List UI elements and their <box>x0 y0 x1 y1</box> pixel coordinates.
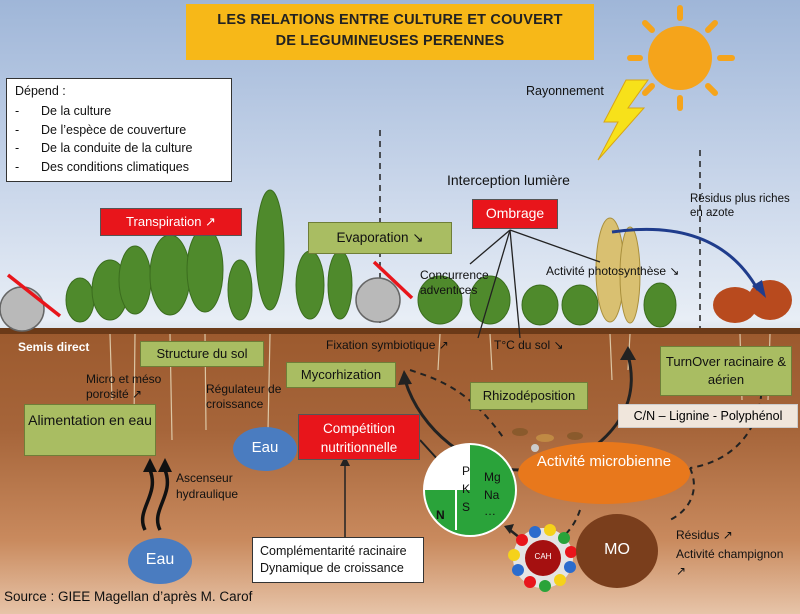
label-regulateur: Régulateur de croissance <box>206 382 282 411</box>
nutrient-k: K <box>462 482 471 496</box>
box-competition: Compétition nutritionnelle <box>298 414 420 460</box>
label-cah: CAH <box>534 552 552 561</box>
nutrient-mg: Mg <box>484 470 501 484</box>
ellipse-eau-top: Eau <box>233 427 297 471</box>
dependency-heading: Dépend : <box>15 84 66 98</box>
source-credit: Source : GIEE Magellan d’après M. Carof <box>4 589 253 604</box>
label-photosynthese: Activité photosynthèse ↘ <box>546 264 680 278</box>
cah-cluster <box>508 524 577 592</box>
label-micro-meso: Micro et méso porosité ↗ <box>86 372 162 401</box>
dependency-item: De la conduite de la culture <box>15 139 223 158</box>
ellipse-activite-microbienne: Activité microbienne <box>518 442 690 504</box>
nutrient-na: Na <box>484 488 500 502</box>
label-concurrence: Concurrence adventices <box>420 268 489 297</box>
box-alimentation: Alimentation en eau <box>24 404 156 456</box>
nutrient-pie <box>423 443 517 537</box>
diagram-title: LES RELATIONS ENTRE CULTURE ET COUVERT D… <box>186 4 594 60</box>
label-activite-champignon: Activité champignon ↗ <box>676 547 784 578</box>
box-turnover: TurnOver racinaire & aérien <box>660 346 792 396</box>
label-residus-azote: Résidus plus riches en azote <box>690 193 790 219</box>
dependency-box: Dépend : De la culture De l’espèce de co… <box>6 78 232 182</box>
nutrient-n: N <box>436 508 445 522</box>
dependency-item: De l’espèce de couverture <box>15 121 223 140</box>
sun-icon <box>627 5 735 111</box>
box-structure-sol: Structure du sol <box>140 341 264 367</box>
ellipse-mo: MO <box>576 514 658 588</box>
box-transpiration: Transpiration ↗ <box>100 208 242 236</box>
box-mycorhization: Mycorhization <box>286 362 396 388</box>
dependency-item: De la culture <box>15 102 223 121</box>
label-ascenseur: Ascenseur hydraulique <box>176 471 239 501</box>
nutrient-etc: … <box>484 504 496 518</box>
label-residus: Résidus ↗ <box>676 528 733 542</box>
box-evaporation: Evaporation ↘ <box>308 222 452 254</box>
ellipse-eau-bottom: Eau <box>128 538 192 584</box>
label-tc-sol: T°C du sol ↘ <box>494 338 564 352</box>
dependency-item: Des conditions climatiques <box>15 158 223 177</box>
label-interception: Interception lumière <box>447 172 570 188</box>
nutrient-s: S <box>462 500 471 514</box>
label-semis-direct: Semis direct <box>18 340 90 354</box>
crop-plants <box>65 189 677 328</box>
soil-fauna-icons <box>512 428 583 452</box>
lightning-icon <box>597 79 649 161</box>
box-cn-lignine: C/N – Lignine - Polyphénol <box>618 404 798 428</box>
dependency-list: De la culture De l’espèce de couverture … <box>15 102 223 176</box>
nutrient-p: P <box>462 464 471 478</box>
box-complementarite: Complémentarité racinaire Dynamique de c… <box>252 537 424 583</box>
box-ombrage: Ombrage <box>472 199 558 229</box>
label-fixation: Fixation symbiotique ↗ <box>326 338 449 352</box>
label-rayonnement: Rayonnement <box>526 84 604 98</box>
box-rhizodeposition: Rhizodéposition <box>470 382 588 410</box>
